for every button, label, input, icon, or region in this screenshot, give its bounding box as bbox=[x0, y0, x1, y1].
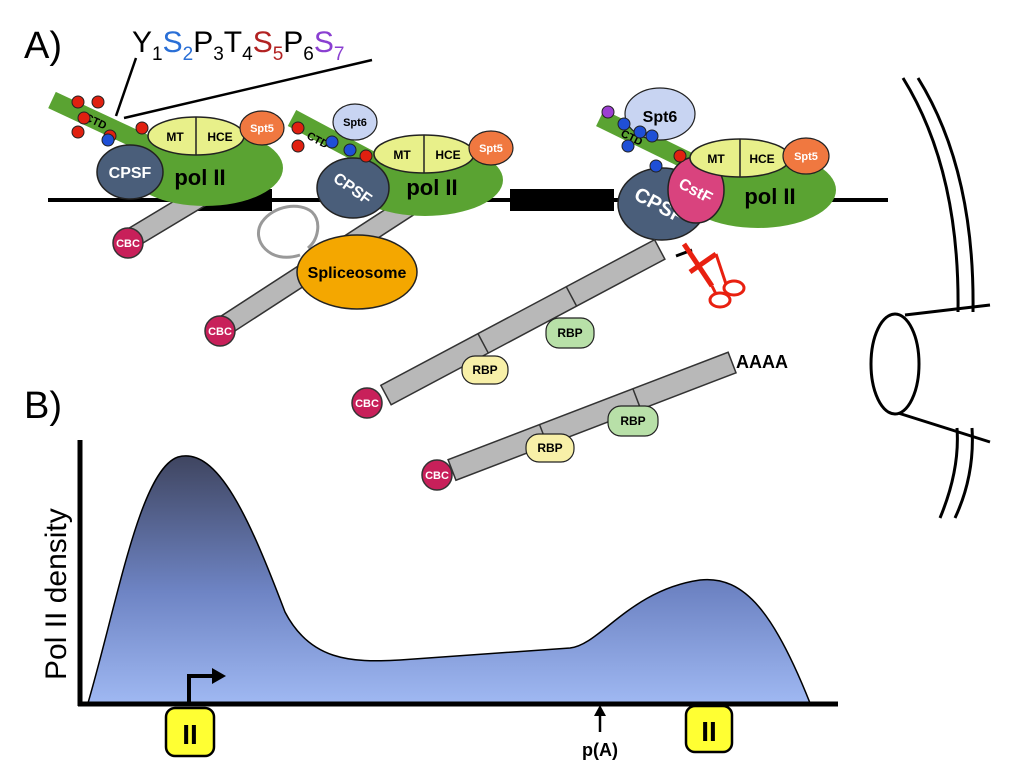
pause-marker-promoter bbox=[164, 706, 216, 758]
tss-arrow-icon bbox=[187, 674, 214, 704]
rbp-1 bbox=[461, 355, 509, 385]
ctd-heptad-sequence: Y1S2P3T4S5P6S7 bbox=[132, 26, 344, 65]
cbc-4-label: CBC bbox=[425, 470, 449, 482]
phospho-2a bbox=[291, 121, 305, 135]
phospho-3b bbox=[617, 117, 631, 131]
cpsf-1-label: CPSF bbox=[109, 165, 152, 182]
spt6-3-label: Spt6 bbox=[643, 109, 678, 126]
pause-marker-promoter-label: II bbox=[182, 719, 198, 750]
spliceosome-label: Spliceosome bbox=[308, 265, 407, 282]
cbc-3 bbox=[351, 387, 383, 419]
mt-1-label: MT bbox=[166, 130, 184, 144]
phospho-2c bbox=[325, 135, 339, 149]
pause-marker-termination bbox=[684, 704, 734, 754]
complex-termination: CTD pol II CPSF CstF MT HCE Spt5 Spt6 bbox=[596, 87, 836, 309]
ctd-residue-3-index: 3 bbox=[213, 44, 224, 65]
nuclear-pore bbox=[869, 312, 921, 416]
rbp-3-label: RBP bbox=[537, 441, 562, 455]
phospho-3e bbox=[621, 139, 635, 153]
mt-3-label: MT bbox=[707, 152, 725, 166]
nuclear-envelope bbox=[894, 77, 991, 519]
ctd-residue-7: S bbox=[314, 26, 334, 59]
cbc-3-label: CBC bbox=[355, 398, 379, 410]
rbp-3 bbox=[525, 433, 575, 463]
polya-site-label: p(A) bbox=[582, 740, 618, 760]
phospho-1a bbox=[71, 95, 85, 109]
cbc-4 bbox=[421, 459, 453, 491]
pause-marker-termination-label: II bbox=[701, 716, 717, 747]
pol2-density-profile bbox=[87, 455, 812, 704]
complex-splicing: Spliceosome CBC CTD pol II CPSF MT HCE S… bbox=[204, 103, 514, 347]
ctd-residue-5: S bbox=[253, 26, 273, 59]
ctd-residue-6-index: 6 bbox=[303, 44, 314, 65]
spt5-3 bbox=[782, 137, 830, 175]
ctd-callout-line-right bbox=[123, 58, 373, 120]
spt5-2-label: Spt5 bbox=[479, 143, 503, 155]
spliceosome bbox=[296, 234, 418, 310]
polya-tail-label: AAAA bbox=[736, 352, 788, 372]
ctd-callout-line-left bbox=[114, 57, 138, 117]
hce-2-label: HCE bbox=[435, 148, 460, 162]
intron-lariat bbox=[256, 204, 320, 259]
pol2-1-label: pol II bbox=[174, 165, 225, 190]
tss-arrowhead bbox=[212, 668, 226, 684]
scissors-icon bbox=[681, 242, 746, 309]
rbp-1-label: RBP bbox=[472, 363, 497, 377]
phospho-1g bbox=[101, 133, 115, 147]
ctd-residue-1-index: 1 bbox=[152, 44, 163, 65]
cpsf-1 bbox=[96, 144, 164, 200]
phospho-2b bbox=[291, 139, 305, 153]
phospho-1d bbox=[71, 125, 85, 139]
ctd-residue-2: S bbox=[163, 26, 183, 59]
spt6-2 bbox=[332, 103, 378, 141]
polya-site-arrowhead bbox=[594, 705, 606, 716]
rbp-4 bbox=[607, 405, 659, 437]
cpsf-2 bbox=[316, 157, 390, 219]
ctd-residue-3: P bbox=[193, 26, 213, 59]
cbc-1 bbox=[112, 227, 144, 259]
cbc-1-label: CBC bbox=[116, 238, 140, 250]
phospho-3d bbox=[645, 129, 659, 143]
spt5-3-label: Spt5 bbox=[794, 151, 818, 163]
phospho-1f bbox=[135, 121, 149, 135]
pol2-2-label: pol II bbox=[406, 175, 457, 200]
y-axis-title: Pol II density bbox=[40, 508, 73, 680]
pol2-3-label: pol II bbox=[744, 184, 795, 209]
phospho-3g bbox=[673, 149, 687, 163]
phospho-2e bbox=[359, 149, 373, 163]
ctd-residue-4: T bbox=[224, 26, 242, 59]
phospho-3f bbox=[649, 159, 663, 173]
ctd-residue-5-index: 5 bbox=[273, 44, 284, 65]
rbp-4-label: RBP bbox=[620, 414, 645, 428]
ctd-residue-2-index: 2 bbox=[183, 44, 194, 65]
hce-3-label: HCE bbox=[749, 152, 774, 166]
released-mrna-1: CBC RBP RBP bbox=[351, 238, 666, 419]
cbc-2-label: CBC bbox=[208, 326, 232, 338]
mt-2-label: MT bbox=[393, 148, 411, 162]
phospho-1c bbox=[77, 111, 91, 125]
rbp-2-label: RBP bbox=[557, 326, 582, 340]
ctd-residue-6: P bbox=[283, 26, 303, 59]
spt5-1 bbox=[239, 110, 285, 146]
spt6-2-label: Spt6 bbox=[343, 117, 367, 129]
released-mrna-2: CBC RBP RBP AAAA bbox=[421, 351, 788, 491]
panel-a-label: A) bbox=[24, 25, 62, 67]
ctd-residue-4-index: 4 bbox=[242, 44, 253, 65]
phospho-2d bbox=[343, 143, 357, 157]
spt5-2 bbox=[468, 130, 514, 166]
phospho-3a bbox=[601, 105, 615, 119]
complex-capping: CBC CTD pol II CPSF MT HCE Spt5 bbox=[48, 91, 285, 259]
cbc-2 bbox=[204, 315, 236, 347]
spt5-1-label: Spt5 bbox=[250, 123, 274, 135]
ctd-residue-7-index: 7 bbox=[334, 44, 345, 65]
phospho-3c bbox=[633, 125, 647, 139]
hce-1-label: HCE bbox=[207, 130, 232, 144]
panel-b-label: B) bbox=[24, 385, 62, 427]
phospho-1b bbox=[91, 95, 105, 109]
exon-2 bbox=[510, 189, 614, 211]
rbp-2 bbox=[545, 317, 595, 349]
ctd-residue-1: Y bbox=[132, 26, 152, 59]
